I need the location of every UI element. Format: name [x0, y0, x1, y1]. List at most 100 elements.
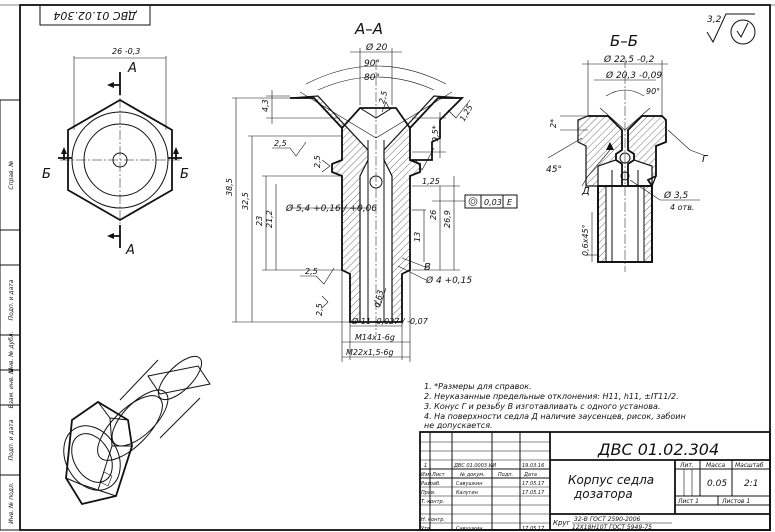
svg-text:Калугин: Калугин — [456, 490, 479, 496]
side-stamps: Справ. № Подп. и дата Инв. № дубл. Взам.… — [0, 99, 21, 531]
note-1: 1. *Размеры для справок. — [424, 382, 532, 391]
svg-text:2,5: 2,5 — [377, 90, 389, 105]
svg-text:Г: Г — [702, 154, 709, 165]
svg-text:17.05.17: 17.05.17 — [522, 526, 545, 532]
svg-text:1,25: 1,25 — [458, 103, 475, 123]
svg-text:2*: 2* — [549, 119, 558, 128]
svg-text:1,25: 1,25 — [422, 177, 440, 186]
svg-text:А: А — [125, 243, 135, 258]
tolerance-frame: 0,03 E — [432, 194, 518, 209]
stamp-vzam: Взам. инв. № — [8, 368, 15, 409]
svg-text:Савушкин: Савушкин — [456, 481, 483, 487]
svg-text:В: В — [424, 262, 431, 273]
part-name-1: Корпус седла — [568, 473, 654, 487]
technical-notes: 1. *Размеры для справок. 2. Неуказанные … — [424, 382, 686, 430]
svg-text:Масштаб: Масштаб — [735, 462, 764, 469]
svg-text:Савушкин: Савушкин — [456, 526, 483, 532]
svg-text:13: 13 — [413, 232, 422, 242]
svg-text:Лист: Лист — [431, 472, 446, 478]
rotated-code-text: ДВС 01.02.304 — [53, 9, 137, 22]
rotated-code-box: ДВС 01.02.304 — [39, 4, 151, 26]
svg-text:0,63: 0,63 — [373, 289, 385, 308]
right-wall-hatch — [383, 95, 463, 323]
svg-text:M14x1-6g: M14x1-6g — [355, 333, 395, 342]
svg-text:Лист 1: Лист 1 — [677, 498, 699, 505]
svg-text:0,03: 0,03 — [484, 198, 502, 207]
svg-text:Круг: Круг — [553, 519, 571, 527]
svg-text:12Х18Н10Т ГОСТ 5949-75: 12Х18Н10Т ГОСТ 5949-75 — [572, 524, 652, 531]
note-3: 3. Конус Г и резьбу В изготавливать с од… — [424, 402, 660, 411]
svg-text:Д: Д — [581, 186, 590, 197]
svg-text:M22x1,5-6g: M22x1,5-6g — [346, 348, 394, 357]
svg-text:Утв.: Утв. — [421, 526, 432, 532]
svg-text:80°: 80° — [364, 73, 380, 83]
stamp-podp-1: Подп. и дата — [8, 279, 15, 320]
svg-text:А: А — [127, 61, 137, 76]
svg-text:23: 23 — [255, 216, 264, 226]
note-4: 4. На поверхности седла Д наличие заусен… — [424, 412, 686, 421]
svg-text:4 отв.: 4 отв. — [670, 203, 694, 212]
svg-text:Лит.: Лит. — [679, 462, 694, 469]
svg-text:Ø 5,4 +0,16 / +0,06: Ø 5,4 +0,16 / +0,06 — [285, 203, 377, 214]
section-aa-title: А–А — [354, 20, 383, 38]
svg-text:Ø 4 +0,15: Ø 4 +0,15 — [425, 275, 472, 286]
note-4-cont: не допускается. — [424, 421, 493, 430]
svg-text:90°: 90° — [364, 59, 380, 69]
svg-text:Ø 3,5: Ø 3,5 — [663, 190, 689, 201]
plan-view: 26 -0,3 А А Б Б — [42, 47, 189, 258]
svg-text:45°: 45° — [546, 165, 562, 175]
stamp-inv-dubl: Инв. № дубл. — [8, 331, 15, 372]
svg-text:Ø 20,3 -0,09: Ø 20,3 -0,09 — [605, 70, 662, 81]
svg-text:2,5: 2,5 — [305, 267, 318, 276]
title-block: 1 ДВС 01.0003 ИИ 19.03.16 Изм. Лист № до… — [419, 431, 771, 532]
svg-text:Ø 11 -0,027 / -0,07: Ø 11 -0,027 / -0,07 — [351, 316, 429, 326]
svg-text:Ø 22,5 -0,2: Ø 22,5 -0,2 — [603, 54, 655, 65]
svg-text:32,5: 32,5 — [241, 192, 250, 210]
svg-text:Т. контр.: Т. контр. — [421, 499, 444, 505]
svg-text:Б: Б — [42, 167, 51, 182]
svg-text:Разраб.: Разраб. — [421, 481, 441, 487]
section-aa: А–А Ø 20 90° 80° 2,5 — [225, 20, 518, 362]
svg-text:9,5*: 9,5* — [431, 125, 440, 142]
svg-text:2,5: 2,5 — [315, 303, 324, 316]
svg-text:Н. контр.: Н. контр. — [421, 517, 445, 523]
svg-text:3,2: 3,2 — [707, 15, 722, 25]
svg-text:26,9: 26,9 — [443, 210, 452, 228]
section-bb: Б–Б Ø 22,5 -0,2 Ø 20,3 -0,09 90° 2* 45° … — [546, 32, 709, 272]
svg-text:26: 26 — [429, 210, 438, 220]
svg-text:4,3: 4,3 — [261, 99, 270, 112]
svg-text:Б: Б — [180, 167, 189, 182]
svg-text:19.03.16: 19.03.16 — [522, 463, 544, 469]
stamp-podp-2: Подп. и дата — [8, 419, 15, 460]
svg-text:ДВС 01.0003 ИИ: ДВС 01.0003 ИИ — [453, 463, 496, 469]
svg-text:21,2: 21,2 — [265, 210, 274, 228]
stamp-sprav: Справ. № — [8, 160, 15, 189]
left-wall-hatch — [289, 95, 369, 323]
svg-text:2,5: 2,5 — [274, 139, 287, 148]
svg-text:38,5: 38,5 — [225, 178, 234, 196]
svg-text:Дата: Дата — [523, 472, 537, 478]
svg-text:№ докум.: № докум. — [459, 472, 485, 478]
svg-text:17.05.17: 17.05.17 — [522, 490, 545, 496]
svg-text:32-В ГОСТ 2590-2006: 32-В ГОСТ 2590-2006 — [574, 516, 641, 523]
svg-text:Листов 1: Листов 1 — [721, 498, 750, 505]
isometric-view — [63, 355, 211, 506]
svg-text:2,5: 2,5 — [313, 155, 322, 168]
note-2: 2. Неуказанные предельные отклонения: H1… — [424, 392, 679, 401]
svg-text:1: 1 — [424, 463, 427, 469]
svg-text:0.05: 0.05 — [707, 479, 727, 489]
svg-text:90°: 90° — [646, 87, 660, 96]
svg-text:Пров.: Пров. — [421, 490, 436, 496]
svg-text:2:1: 2:1 — [744, 479, 758, 489]
svg-text:Изм.: Изм. — [421, 472, 433, 478]
svg-text:E: E — [507, 198, 513, 207]
designation: ДВС 01.02.304 — [597, 440, 719, 459]
roughness-symbol: 3,2 — [706, 13, 756, 45]
svg-text:Ø 20: Ø 20 — [365, 42, 388, 53]
svg-text:Подп.: Подп. — [498, 472, 513, 478]
svg-text:0,6x45°: 0,6x45° — [581, 224, 590, 256]
width-dimension: 26 -0,3 — [112, 47, 140, 56]
stamp-inv-podl: Инв. № подл. — [8, 482, 15, 523]
